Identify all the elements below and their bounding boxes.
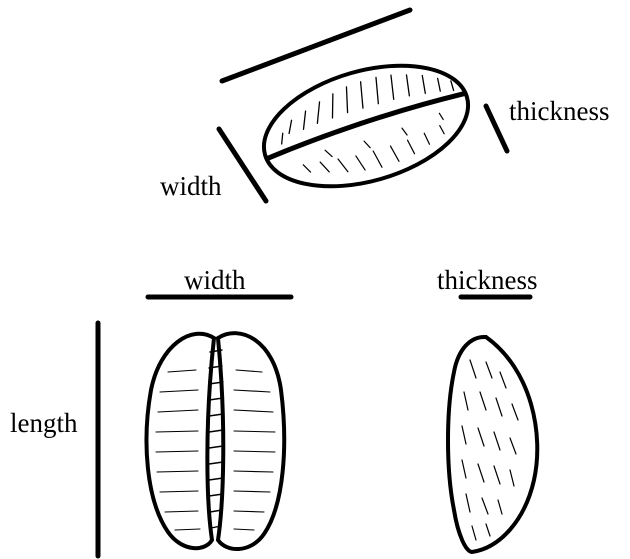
top-thickness-label: thickness [509, 98, 610, 125]
front-width-label: width [184, 267, 246, 294]
tilted-bean-body [250, 44, 482, 208]
front-view-bean [98, 297, 291, 556]
top-width-bar [219, 129, 266, 201]
top-thickness-bar [486, 106, 507, 151]
front-length-label: length [10, 410, 78, 437]
front-bean-right-half [218, 333, 284, 549]
front-bean-left-half [147, 334, 214, 548]
top-length-bar [222, 10, 410, 81]
side-view-bean [448, 297, 537, 552]
top-width-label: width [160, 173, 222, 200]
side-thickness-label: thickness [437, 267, 538, 294]
side-bean-outline [448, 337, 537, 552]
tilted-bean [219, 10, 507, 208]
